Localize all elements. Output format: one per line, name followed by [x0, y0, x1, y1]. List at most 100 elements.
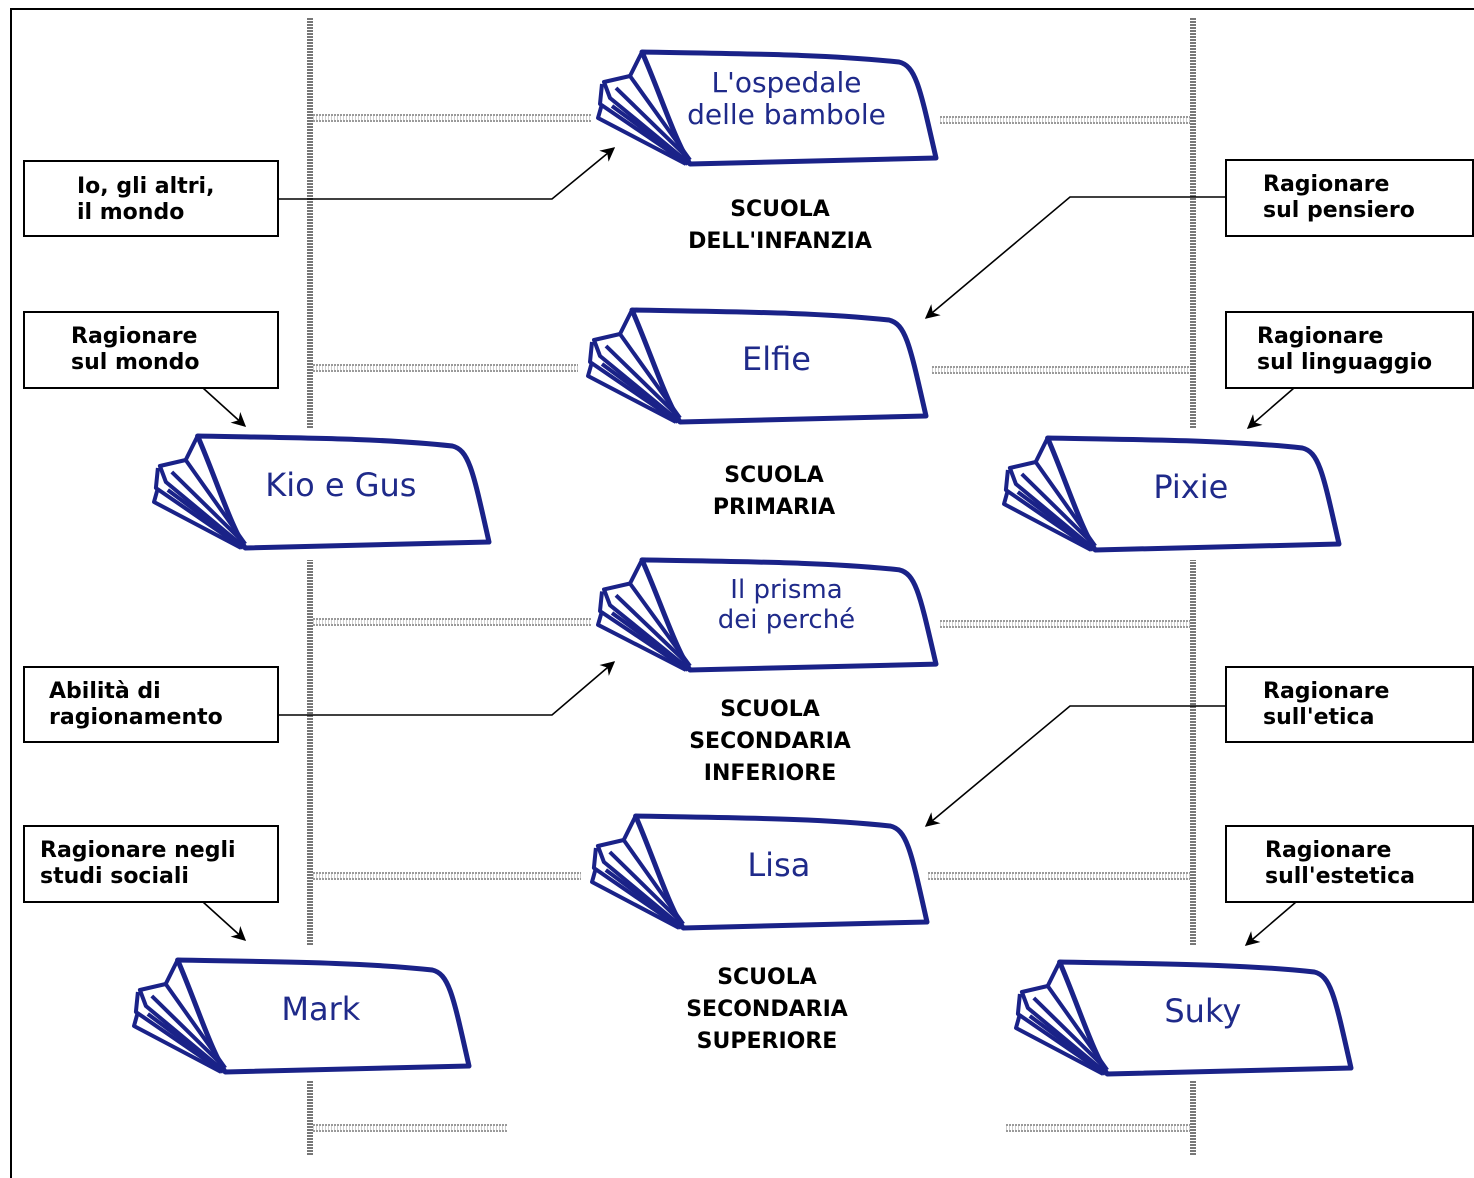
book-icon	[152, 433, 492, 551]
book-page-edge	[1007, 460, 1097, 552]
arrow-estetica-to-suky	[1244, 901, 1297, 946]
book-cover	[175, 957, 472, 1075]
book-page-edge	[621, 815, 685, 926]
book-page-edge	[600, 362, 680, 422]
book-page-edge	[610, 611, 690, 670]
book-page-edge	[1014, 1013, 1105, 1076]
book-page-edge	[595, 838, 685, 930]
level-scuola-primaria: SCUOLA PRIMARIA	[712, 463, 836, 520]
row1-left-guide	[313, 114, 591, 122]
book-page-edge	[604, 344, 682, 420]
book-page-edge	[152, 487, 243, 550]
arrow-linguaggio-to-pixie	[1246, 387, 1295, 429]
book-page-edge	[137, 982, 227, 1074]
book-title: Il prisma dei perché	[717, 575, 856, 635]
diagram-frame	[10, 8, 1474, 1178]
book-title: Mark	[281, 989, 361, 1028]
book-page-edge	[614, 593, 692, 668]
book-icon	[1014, 959, 1354, 1077]
book-cover	[1045, 435, 1342, 553]
arrow-abilita-to-prisma	[278, 661, 616, 716]
manual-ragionare-negli-studi-sociali: Ragionare negli studi sociali	[23, 825, 279, 903]
book-page-edge	[608, 850, 685, 926]
right-vertical-guide-lower	[1190, 1080, 1196, 1155]
book-suky: Suky	[1012, 958, 1354, 1077]
book-kio-e-gus: Kio e Gus	[150, 432, 492, 551]
book-title: Pixie	[1153, 467, 1229, 506]
manual-ragionare-sul-pensiero: Ragionare sul pensiero	[1225, 159, 1474, 237]
row2-right-guide	[932, 366, 1190, 374]
book-page-edge	[596, 103, 687, 166]
book-page-edge	[618, 309, 682, 420]
book-mark: Mark	[130, 956, 472, 1075]
row5-right-guide	[1006, 1124, 1190, 1132]
book-icon	[132, 957, 472, 1075]
arrow-mondo-to-kio	[202, 387, 247, 427]
arrow-etica-to-lisa	[924, 705, 1226, 827]
book-page-edge	[614, 86, 692, 162]
book-page-edge	[1033, 437, 1097, 548]
book-cover	[639, 49, 939, 167]
arrow-pensiero-to-elfie	[924, 196, 1226, 319]
book-page-edge	[602, 581, 692, 672]
left-vertical-guide-middle	[307, 560, 313, 945]
book-icon	[586, 307, 929, 425]
book-title: Suky	[1164, 991, 1242, 1030]
book-ospedale-delle-bambole: L'ospedale delle bambole	[594, 48, 939, 167]
left-vertical-guide-lower	[307, 1080, 313, 1155]
book-icon	[1002, 435, 1342, 553]
book-page-edge	[592, 332, 682, 424]
manual-abilita-di-ragionamento: Abilità di ragionamento	[23, 666, 279, 743]
right-vertical-guide-middle	[1190, 560, 1196, 945]
book-page-edge	[1032, 996, 1109, 1072]
book-page-edge	[163, 959, 227, 1070]
manual-ragionare-sull-estetica: Ragionare sull'estetica	[1225, 825, 1474, 903]
book-cover	[629, 307, 929, 425]
book-icon	[590, 813, 930, 931]
book-page-edge	[590, 867, 681, 930]
book-page-edge	[596, 610, 687, 672]
arrow-io-altri-to-ospedale	[278, 147, 616, 200]
row4-right-guide	[928, 872, 1190, 880]
book-il-prisma-dei-perche: Il prisma dei perché	[594, 556, 939, 673]
row2-left-guide	[313, 364, 578, 372]
book-icon	[596, 49, 939, 167]
book-cover	[1057, 959, 1354, 1077]
book-cover	[195, 433, 492, 551]
book-page-edge	[610, 104, 690, 164]
book-page-edge	[602, 74, 692, 166]
arrow-studi-sociali-to-mark	[202, 901, 247, 941]
level-scuola-secondaria-inferiore: SCUOLA SECONDARIA INFERIORE	[689, 697, 851, 786]
book-title: Elfie	[742, 339, 811, 378]
book-cover	[633, 813, 930, 931]
book-title: Lisa	[747, 845, 811, 884]
book-page-edge	[1045, 961, 1109, 1072]
row3-right-guide	[940, 620, 1190, 628]
book-page-edge	[170, 470, 247, 546]
book-page-edge	[157, 458, 247, 550]
manual-ragionare-sull-etica: Ragionare sull'etica	[1225, 666, 1474, 743]
book-icon	[596, 557, 939, 673]
book-pixie: Pixie	[1000, 434, 1342, 553]
book-page-edge	[150, 994, 227, 1070]
book-page-edge	[1020, 472, 1097, 548]
manual-ragionare-sul-linguaggio: Ragionare sul linguaggio	[1225, 311, 1474, 389]
book-page-edge	[1028, 1014, 1107, 1074]
book-page-edge	[1016, 490, 1095, 550]
book-title: L'ospedale delle bambole	[687, 65, 886, 131]
book-elfie: Elfie	[584, 306, 929, 425]
book-page-edge	[1019, 984, 1109, 1076]
left-vertical-guide-upper	[307, 18, 313, 428]
book-page-edge	[604, 868, 683, 928]
book-title: Kio e Gus	[265, 465, 417, 504]
row4-left-guide	[313, 872, 581, 880]
book-page-edge	[166, 488, 245, 548]
book-lisa: Lisa	[588, 812, 930, 931]
book-page-edge	[628, 558, 692, 668]
book-page-edge	[1002, 489, 1093, 552]
level-scuola-infanzia: SCUOLA DELL'INFANZIA	[688, 197, 872, 254]
manual-io-gli-altri-il-mondo: Io, gli altri, il mondo	[23, 160, 279, 237]
row1-right-guide	[940, 116, 1190, 124]
manual-ragionare-sul-mondo: Ragionare sul mondo	[23, 311, 279, 389]
